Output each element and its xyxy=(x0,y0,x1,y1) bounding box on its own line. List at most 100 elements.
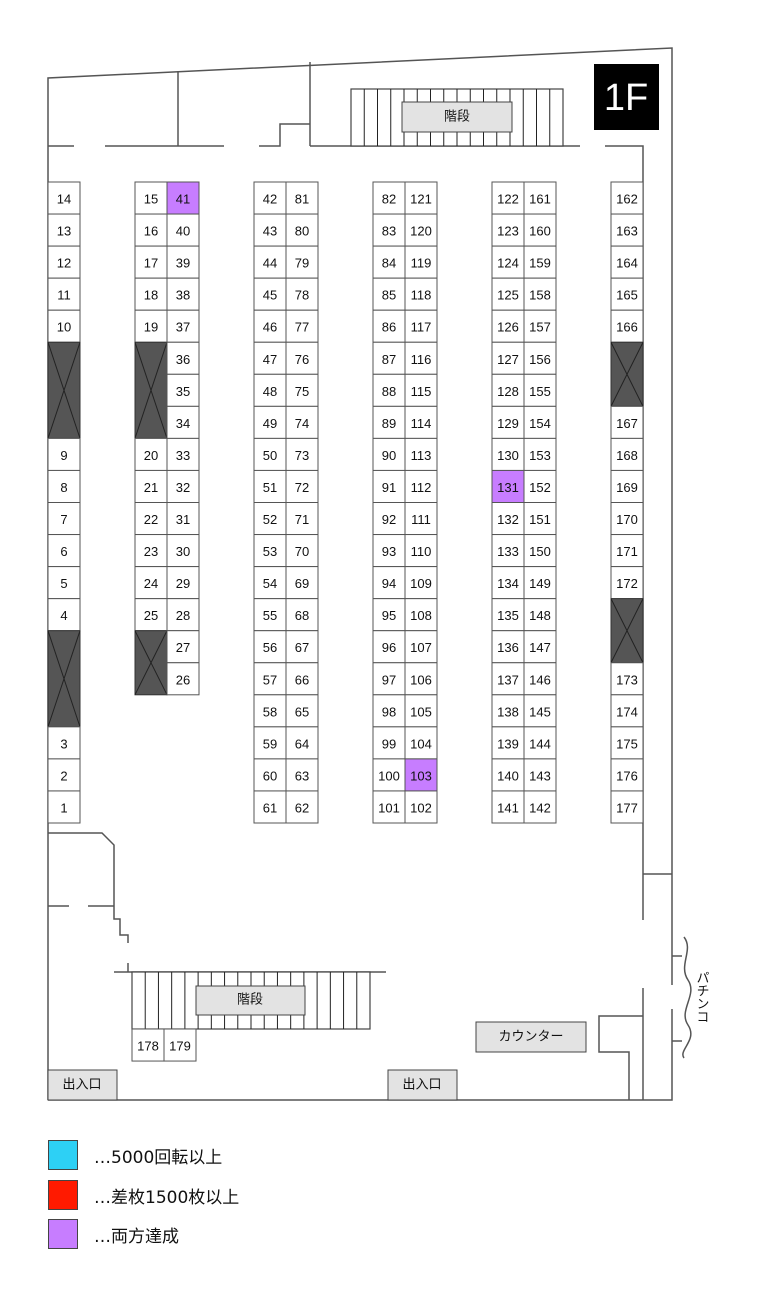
machine-cell-26[interactable]: 26 xyxy=(166,662,200,696)
machine-cell-65[interactable]: 65 xyxy=(285,694,319,728)
machine-cell-106[interactable]: 106 xyxy=(404,662,438,696)
machine-cell-132[interactable]: 132 xyxy=(491,502,525,536)
machine-cell-93[interactable]: 93 xyxy=(372,534,406,568)
machine-cell-111[interactable]: 111 xyxy=(404,502,438,536)
machine-cell-129[interactable]: 129 xyxy=(491,405,525,439)
machine-cell-133[interactable]: 133 xyxy=(491,534,525,568)
machine-cell-87[interactable]: 87 xyxy=(372,341,406,375)
machine-cell-23[interactable]: 23 xyxy=(134,534,168,568)
machine-cell-66[interactable]: 66 xyxy=(285,662,319,696)
machine-cell-138[interactable]: 138 xyxy=(491,694,525,728)
machine-cell-13[interactable]: 13 xyxy=(47,213,81,247)
machine-cell-56[interactable]: 56 xyxy=(253,630,287,664)
machine-cell-7[interactable]: 7 xyxy=(47,502,81,536)
machine-cell-57[interactable]: 57 xyxy=(253,662,287,696)
machine-cell-95[interactable]: 95 xyxy=(372,598,406,632)
machine-cell-110[interactable]: 110 xyxy=(404,534,438,568)
machine-cell-109[interactable]: 109 xyxy=(404,566,438,600)
machine-cell-139[interactable]: 139 xyxy=(491,726,525,760)
machine-cell-46[interactable]: 46 xyxy=(253,309,287,343)
machine-cell-80[interactable]: 80 xyxy=(285,213,319,247)
machine-cell-125[interactable]: 125 xyxy=(491,277,525,311)
machine-cell-62[interactable]: 62 xyxy=(285,790,319,824)
machine-cell-178[interactable]: 178 xyxy=(131,1028,165,1062)
machine-cell-85[interactable]: 85 xyxy=(372,277,406,311)
machine-cell-70[interactable]: 70 xyxy=(285,534,319,568)
machine-cell-177[interactable]: 177 xyxy=(610,790,644,824)
machine-cell-53[interactable]: 53 xyxy=(253,534,287,568)
machine-cell-136[interactable]: 136 xyxy=(491,630,525,664)
machine-cell-99[interactable]: 99 xyxy=(372,726,406,760)
machine-cell-27[interactable]: 27 xyxy=(166,630,200,664)
machine-cell-77[interactable]: 77 xyxy=(285,309,319,343)
machine-cell-113[interactable]: 113 xyxy=(404,437,438,471)
machine-cell-135[interactable]: 135 xyxy=(491,598,525,632)
machine-cell-43[interactable]: 43 xyxy=(253,213,287,247)
machine-cell-108[interactable]: 108 xyxy=(404,598,438,632)
machine-cell-98[interactable]: 98 xyxy=(372,694,406,728)
machine-cell-38[interactable]: 38 xyxy=(166,277,200,311)
machine-cell-97[interactable]: 97 xyxy=(372,662,406,696)
machine-cell-9[interactable]: 9 xyxy=(47,437,81,471)
machine-cell-124[interactable]: 124 xyxy=(491,245,525,279)
machine-cell-17[interactable]: 17 xyxy=(134,245,168,279)
machine-cell-120[interactable]: 120 xyxy=(404,213,438,247)
machine-cell-141[interactable]: 141 xyxy=(491,790,525,824)
machine-cell-94[interactable]: 94 xyxy=(372,566,406,600)
machine-cell-144[interactable]: 144 xyxy=(523,726,557,760)
machine-cell-58[interactable]: 58 xyxy=(253,694,287,728)
machine-cell-174[interactable]: 174 xyxy=(610,694,644,728)
machine-cell-176[interactable]: 176 xyxy=(610,758,644,792)
machine-cell-131[interactable]: 131 xyxy=(491,469,525,504)
machine-cell-73[interactable]: 73 xyxy=(285,437,319,471)
machine-cell-78[interactable]: 78 xyxy=(285,277,319,311)
machine-cell-5[interactable]: 5 xyxy=(47,566,81,600)
machine-cell-171[interactable]: 171 xyxy=(610,534,644,568)
machine-cell-148[interactable]: 148 xyxy=(523,598,557,632)
machine-cell-29[interactable]: 29 xyxy=(166,566,200,600)
machine-cell-52[interactable]: 52 xyxy=(253,502,287,536)
machine-cell-76[interactable]: 76 xyxy=(285,341,319,375)
machine-cell-2[interactable]: 2 xyxy=(47,758,81,792)
machine-cell-22[interactable]: 22 xyxy=(134,502,168,536)
machine-cell-83[interactable]: 83 xyxy=(372,213,406,247)
machine-cell-60[interactable]: 60 xyxy=(253,758,287,792)
machine-cell-89[interactable]: 89 xyxy=(372,405,406,439)
machine-cell-55[interactable]: 55 xyxy=(253,598,287,632)
machine-cell-32[interactable]: 32 xyxy=(166,469,200,504)
machine-cell-31[interactable]: 31 xyxy=(166,502,200,536)
machine-cell-117[interactable]: 117 xyxy=(404,309,438,343)
machine-cell-142[interactable]: 142 xyxy=(523,790,557,824)
machine-cell-175[interactable]: 175 xyxy=(610,726,644,760)
machine-cell-37[interactable]: 37 xyxy=(166,309,200,343)
machine-cell-75[interactable]: 75 xyxy=(285,373,319,407)
machine-cell-84[interactable]: 84 xyxy=(372,245,406,279)
machine-cell-47[interactable]: 47 xyxy=(253,341,287,375)
machine-cell-100[interactable]: 100 xyxy=(372,758,406,792)
machine-cell-119[interactable]: 119 xyxy=(404,245,438,279)
machine-cell-103[interactable]: 103 xyxy=(404,758,438,792)
machine-cell-179[interactable]: 179 xyxy=(163,1028,197,1062)
machine-cell-42[interactable]: 42 xyxy=(253,181,287,215)
machine-cell-173[interactable]: 173 xyxy=(610,662,644,696)
machine-cell-105[interactable]: 105 xyxy=(404,694,438,728)
entrance-right[interactable] xyxy=(387,1069,458,1101)
machine-cell-40[interactable]: 40 xyxy=(166,213,200,247)
machine-cell-128[interactable]: 128 xyxy=(491,373,525,407)
machine-cell-170[interactable]: 170 xyxy=(610,502,644,536)
machine-cell-146[interactable]: 146 xyxy=(523,662,557,696)
machine-cell-121[interactable]: 121 xyxy=(404,181,438,215)
machine-cell-107[interactable]: 107 xyxy=(404,630,438,664)
machine-cell-18[interactable]: 18 xyxy=(134,277,168,311)
machine-cell-143[interactable]: 143 xyxy=(523,758,557,792)
machine-cell-48[interactable]: 48 xyxy=(253,373,287,407)
machine-cell-114[interactable]: 114 xyxy=(404,405,438,439)
machine-cell-122[interactable]: 122 xyxy=(491,181,525,215)
machine-cell-41[interactable]: 41 xyxy=(166,181,200,215)
machine-cell-126[interactable]: 126 xyxy=(491,309,525,343)
machine-cell-130[interactable]: 130 xyxy=(491,437,525,471)
machine-cell-91[interactable]: 91 xyxy=(372,469,406,504)
machine-cell-51[interactable]: 51 xyxy=(253,469,287,504)
machine-cell-54[interactable]: 54 xyxy=(253,566,287,600)
machine-cell-39[interactable]: 39 xyxy=(166,245,200,279)
